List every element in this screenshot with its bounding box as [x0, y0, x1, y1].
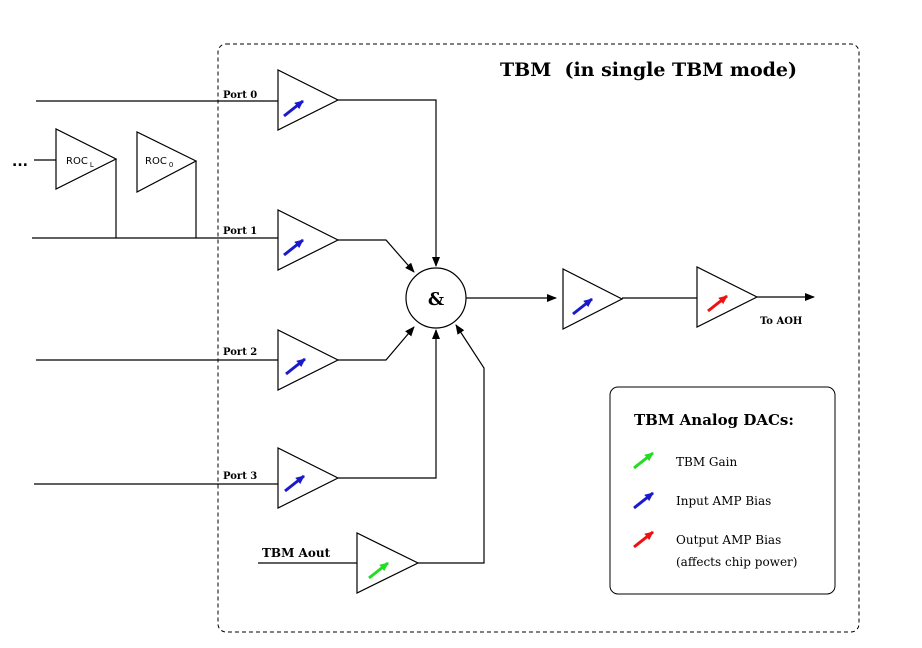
port-0-amplifier	[277, 69, 340, 131]
port-0-label: Port 0	[223, 90, 257, 101]
output-driver-amplifier	[696, 266, 759, 328]
legend-title: TBM Analog DACs:	[634, 411, 794, 429]
legend-output-bias-label: Output AMP Bias	[676, 533, 781, 547]
legend-output-bias-icon	[633, 530, 654, 549]
legend-note: (affects chip power)	[676, 555, 797, 569]
input-bias-arrow-2	[285, 357, 306, 376]
output-bias-arrow	[707, 294, 728, 313]
gain-arrow	[368, 561, 389, 580]
output-label: To AOH	[760, 316, 802, 327]
input-bias-arrow-3	[284, 474, 305, 493]
roc-0-amplifier	[136, 131, 198, 193]
port-2-amplifier	[277, 329, 340, 391]
port-3-to-combiner	[338, 329, 440, 479]
tbm-title: TBM (in single TBM mode)	[500, 59, 797, 81]
roc-l-amplifier	[55, 128, 118, 190]
input-bias-arrow-0	[283, 99, 304, 118]
tbm-boundary	[217, 43, 860, 633]
combiner-symbol: &	[428, 289, 444, 310]
port-0-to-combiner	[338, 99, 440, 267]
input-bias-output-amplifier	[562, 268, 624, 330]
port-3-label: Port 3	[223, 471, 257, 482]
port-2-to-combiner	[338, 326, 415, 361]
aout-to-combiner	[418, 324, 485, 564]
port-1-amplifier	[277, 209, 340, 271]
port-1-to-combiner	[338, 239, 415, 273]
port-2-label: Port 2	[223, 347, 257, 358]
legend-gain-icon	[633, 451, 654, 470]
legend: TBM Analog DACs: TBM Gain Input AMP Bias…	[609, 386, 836, 595]
input-bias-arrow-out	[572, 297, 593, 316]
input-bias-arrow-1	[283, 238, 304, 257]
legend-input-bias-label: Input AMP Bias	[676, 494, 771, 508]
legend-box	[609, 386, 836, 595]
legend-input-bias-icon	[633, 491, 654, 510]
aout-label: TBM Aout	[262, 546, 331, 560]
ellipsis-label: ...	[12, 154, 28, 170]
legend-gain-label: TBM Gain	[676, 455, 738, 469]
port-1-label: Port 1	[223, 226, 257, 237]
port-3-amplifier	[277, 447, 340, 509]
aout-amplifier	[356, 532, 420, 594]
